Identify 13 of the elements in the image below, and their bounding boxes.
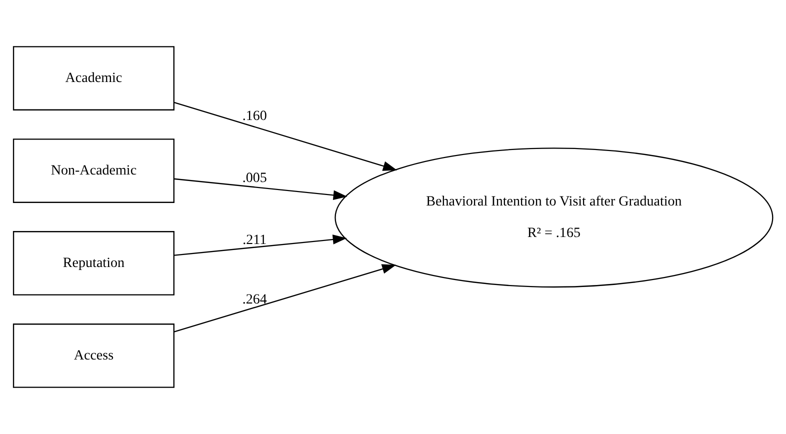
node-box: Reputation	[12, 231, 174, 296]
edge-label: .264	[242, 292, 267, 308]
arrow	[174, 264, 396, 332]
node-ellipse: Behavioral Intention to Visit after Graduation R² = .165	[334, 148, 774, 288]
arrow	[174, 102, 398, 171]
arrow	[174, 178, 348, 200]
edge-label: .211	[242, 232, 267, 248]
node-box: Access	[12, 324, 174, 388]
arrow	[174, 234, 347, 256]
edge-label: .005	[242, 170, 267, 186]
node-box: Academic	[12, 46, 174, 110]
node-box: Non-Academic	[12, 138, 174, 203]
edge-label: .160	[242, 108, 267, 124]
